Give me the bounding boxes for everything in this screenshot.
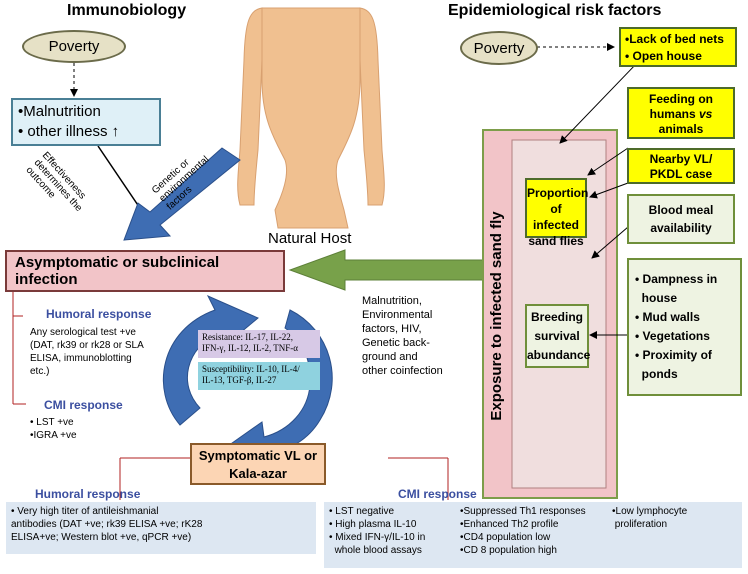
natural-host-label: Natural Host xyxy=(268,230,352,247)
immunobiology-title: Immunobiology xyxy=(67,2,187,19)
cmi-col1-item4: whole blood assays xyxy=(334,545,422,556)
susceptibility-line1: Susceptibility: IL-10, IL-4/ xyxy=(202,364,300,374)
cmi-col2-item4: •CD 8 population high xyxy=(460,545,557,556)
feeding-line1: Feeding on xyxy=(649,92,713,106)
factors-line3: factors, HIV, xyxy=(362,323,422,335)
nearby-line2: PKDL case xyxy=(649,167,713,181)
breeding-box: Breeding survival abundance xyxy=(525,304,591,368)
humoral-top-line2: (DAT, rk39 or rk28 or SLA xyxy=(30,340,144,351)
cmi-col3-item2: proliferation xyxy=(614,519,668,530)
blood-meal-box: Blood meal availability xyxy=(627,194,735,244)
poverty-right-ellipse: Poverty xyxy=(460,31,538,65)
humoral-bottom-box: • Very high titer of antileishmanial ant… xyxy=(6,502,316,554)
feeding-box: Feeding on humans vs animals xyxy=(627,87,735,139)
cmi-col1-item2: • High plasma IL-10 xyxy=(329,519,417,530)
resistance-box: Resistance: IL-17, IL-22, IFN-γ, IL-12, … xyxy=(198,330,320,358)
bed-nets-box: •Lack of bed nets • Open house xyxy=(619,27,737,67)
cmi-top-list: • LST +ve •IGRA +ve xyxy=(30,416,77,442)
dampness-item2: • Mud walls xyxy=(635,310,700,324)
malnutrition-line: •Malnutrition xyxy=(18,103,101,120)
humoral-top-line4: etc.) xyxy=(30,366,50,377)
cmi-col2-item2: •Enhanced Th2 profile xyxy=(460,519,559,530)
proportion-line2: of infected xyxy=(532,202,579,232)
cmi-bottom-title: CMI response xyxy=(398,487,477,501)
risk-factors-text: Malnutrition, Environmental factors, HIV… xyxy=(362,294,482,378)
cmi-col1-item3: • Mixed IFN-γ/IL-10 in xyxy=(329,532,426,543)
proportion-box: Proportion of infected sand flies xyxy=(525,178,589,248)
symptomatic-line2: Kala-azar xyxy=(229,466,287,481)
exposure-label: Exposure to infected sand fly xyxy=(488,211,505,421)
humoral-top-title: Humoral response xyxy=(46,307,152,321)
humoral-bottom-line3: ELISA+ve; Western blot +ve, qPCR +ve) xyxy=(11,532,192,543)
feeding-line2: humans vs xyxy=(649,107,713,121)
factors-line5: ground and xyxy=(362,351,418,363)
breeding-line1: Breeding xyxy=(530,310,583,324)
susceptibility-line2: IL-13, TGF-β, IL-27 xyxy=(202,375,277,385)
factors-line1: Malnutrition, xyxy=(362,295,422,307)
asymptomatic-box: Asymptomatic or subclinical infection xyxy=(5,250,285,292)
other-illness-line: • other illness ↑ xyxy=(18,123,120,140)
cmi-top-item2: •IGRA +ve xyxy=(30,430,77,441)
blood-meal-line2: availability xyxy=(650,221,712,235)
epidemiological-title: Epidemiological risk factors xyxy=(448,2,662,19)
nearby-box: Nearby VL/ PKDL case xyxy=(627,148,735,184)
susceptibility-box: Susceptibility: IL-10, IL-4/ IL-13, TGF-… xyxy=(198,362,320,390)
cmi-top-item1: • LST +ve xyxy=(30,417,74,428)
poverty-left-ellipse: Poverty xyxy=(22,30,126,63)
cmi-bottom-col1: • LST negative • High plasma IL-10 • Mix… xyxy=(329,505,459,557)
factors-line6: other coinfection xyxy=(362,365,443,377)
factors-line4: Genetic back- xyxy=(362,337,430,349)
feeding-line3: animals xyxy=(658,122,704,136)
proportion-line1: Proportion xyxy=(527,186,589,200)
breeding-line2: survival xyxy=(534,329,580,343)
resistance-line1: Resistance: IL-17, IL-22, xyxy=(202,332,293,342)
symptomatic-box: Symptomatic VL or Kala-azar xyxy=(190,443,326,485)
cmi-top-title: CMI response xyxy=(44,398,123,412)
dampness-item1b: house xyxy=(641,291,678,305)
dampness-item4b: ponds xyxy=(641,367,678,381)
dampness-item1: • Dampness in xyxy=(635,272,718,286)
dampness-box: • Dampness in house • Mud walls • Vegeta… xyxy=(627,258,742,396)
nearby-line1: Nearby VL/ xyxy=(649,152,713,166)
up-arrow-icon: ↑ xyxy=(111,123,120,140)
cmi-col2-item3: •CD4 population low xyxy=(460,532,551,543)
cmi-bottom-box: • LST negative • High plasma IL-10 • Mix… xyxy=(324,502,742,568)
cmi-col2-item1: •Suppressed Th1 responses xyxy=(460,506,586,517)
dampness-item3: • Vegetations xyxy=(635,329,710,343)
proportion-line3: sand flies xyxy=(528,234,584,248)
blood-meal-line1: Blood meal xyxy=(648,203,714,217)
symptomatic-line1: Symptomatic VL or xyxy=(198,448,318,463)
bed-nets-line: •Lack of bed nets xyxy=(625,32,724,46)
factors-line2: Environmental xyxy=(362,309,433,321)
breeding-line3: abundance xyxy=(527,348,591,362)
cmi-col1-item1: • LST negative xyxy=(329,506,395,517)
open-house-line: • Open house xyxy=(625,49,702,63)
humoral-bottom-line2: antibodies (DAT +ve; rk39 ELISA +ve; rK2… xyxy=(11,519,203,530)
dampness-item4: • Proximity of xyxy=(635,348,712,362)
humoral-bottom-title: Humoral response xyxy=(35,487,141,501)
humoral-top-line1: Any serological test +ve xyxy=(30,327,136,338)
natural-host-figure xyxy=(237,7,385,229)
humoral-top-line3: ELISA, immunoblotting xyxy=(30,353,132,364)
cmi-col3-item1: •Low lymphocyte xyxy=(612,506,688,517)
resistance-line2: IFN-γ, IL-12, IL-2, TNF-α xyxy=(202,343,299,353)
cmi-bottom-col3: •Low lymphocyte proliferation xyxy=(612,505,737,531)
humoral-bottom-line1: • Very high titer of antileishmanial xyxy=(11,506,159,517)
humoral-top-text: Any serological test +ve (DAT, rk39 or r… xyxy=(30,326,190,378)
malnutrition-box: •Malnutrition • other illness ↑ xyxy=(11,98,161,146)
cmi-bottom-col2: •Suppressed Th1 responses •Enhanced Th2 … xyxy=(460,505,610,557)
